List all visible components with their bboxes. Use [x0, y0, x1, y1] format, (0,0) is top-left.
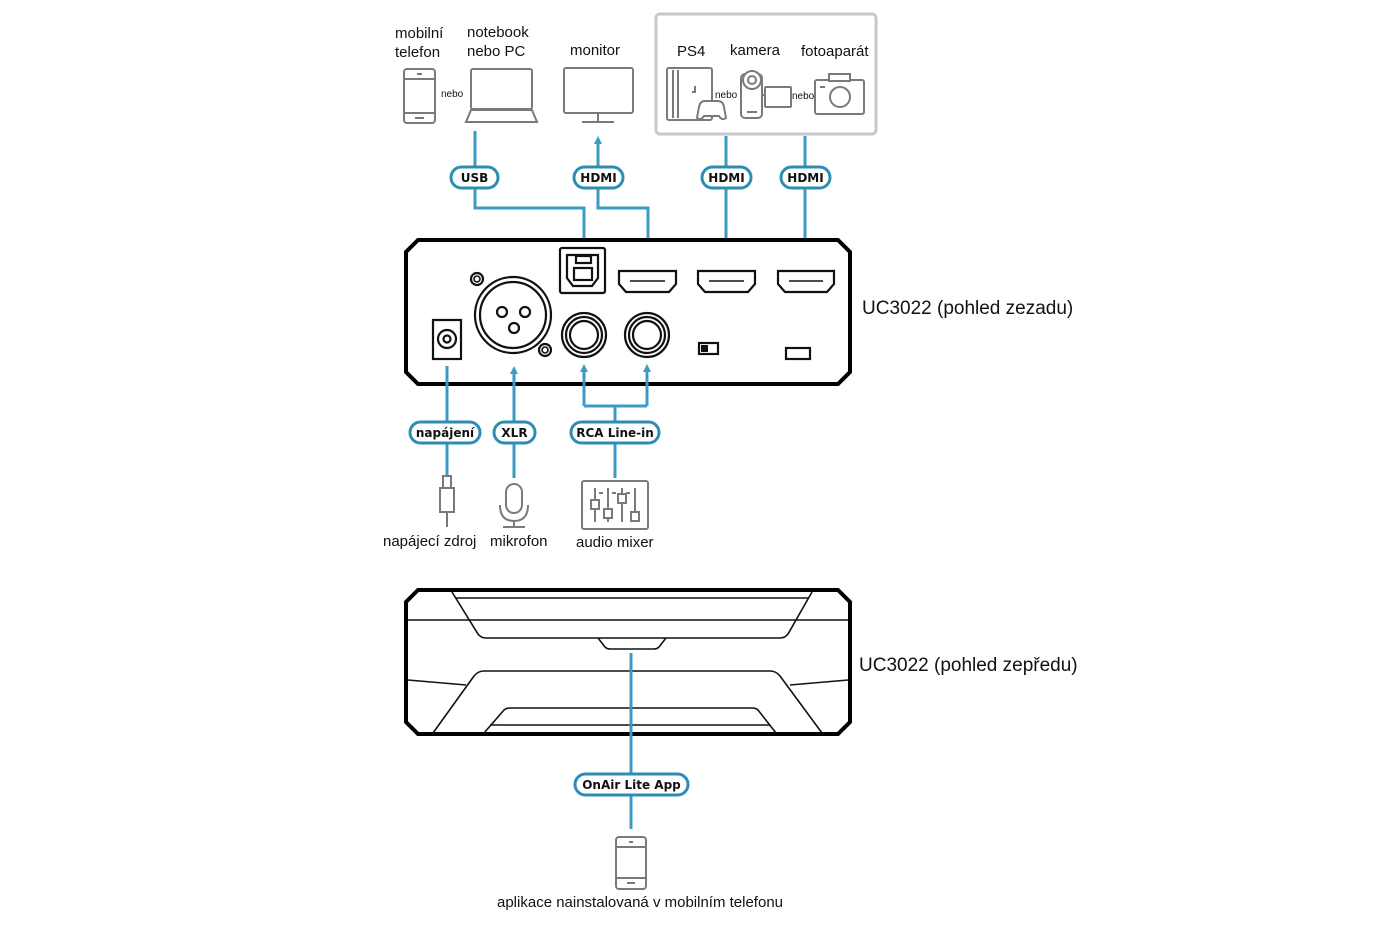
notebook-label-line2: nebo PC	[467, 43, 526, 60]
mode-switch	[697, 341, 720, 356]
mobile-phone-label-line2: telefon	[395, 44, 440, 61]
or-label: nebo	[792, 91, 815, 102]
rca-left-port	[560, 311, 608, 359]
device-front-view	[404, 588, 852, 736]
svg-text:RCA Line-in: RCA Line-in	[576, 426, 654, 440]
front-view-label: UC3022 (pohled zepředu)	[859, 655, 1078, 676]
microphone-label: mikrofon	[490, 533, 548, 550]
hdmi-out-port	[617, 269, 678, 294]
reset-button	[784, 346, 812, 361]
usb-connection-label: USB	[449, 165, 500, 190]
svg-text:napájení: napájení	[416, 426, 475, 440]
device-rear-view	[404, 238, 852, 386]
xlr-connection-label: XLR	[492, 420, 537, 445]
svg-text:OnAir Lite App: OnAir Lite App	[582, 778, 681, 792]
mobile-phone-label-line1: mobilní	[395, 25, 444, 42]
photo-camera-label: fotoaparát	[801, 43, 869, 60]
usb-wire	[473, 131, 586, 248]
hdmi-input-1-connection-label: HDMI	[700, 165, 753, 190]
power-connection-label: napájení	[408, 420, 482, 445]
usb-b-port	[558, 246, 607, 295]
rca-right-port	[623, 311, 671, 359]
svg-text:HDMI: HDMI	[708, 171, 744, 185]
audio-mixer-label: audio mixer	[576, 534, 654, 551]
svg-text:USB: USB	[461, 171, 489, 185]
microphone-icon	[499, 483, 529, 528]
photo-camera-icon	[814, 73, 865, 115]
svg-text:XLR: XLR	[501, 426, 527, 440]
notebook-label-line1: notebook	[467, 24, 529, 41]
power-supply-label: napájecí zdroj	[383, 533, 476, 550]
hdmi-monitor-connection-label: HDMI	[572, 165, 625, 190]
camera-label: kamera	[730, 42, 781, 59]
game-console-icon	[666, 67, 728, 121]
audio-mixer-icon	[581, 480, 649, 530]
ps4-label: PS4	[677, 43, 705, 60]
laptop-icon	[464, 68, 539, 123]
app-device-label: aplikace nainstalovaná v mobilním telefo…	[497, 894, 783, 911]
hdmi-in-port-1	[696, 269, 757, 294]
camcorder-icon	[740, 70, 792, 119]
source-device-group: PS4 kamera fotoaparát nebo nebo	[654, 12, 878, 136]
smartphone-icon	[403, 68, 436, 124]
or-label: nebo	[715, 90, 738, 101]
rca-connection-label: RCA Line-in	[569, 420, 661, 445]
svg-text:HDMI: HDMI	[580, 171, 616, 185]
monitor-label: monitor	[570, 42, 620, 59]
smartphone-icon	[615, 836, 647, 890]
monitor-icon	[563, 67, 634, 123]
app-connection-label: OnAir Lite App	[573, 772, 690, 797]
xlr-port	[469, 271, 553, 358]
or-label: nebo	[441, 89, 464, 100]
rear-view-label: UC3022 (pohled zezadu)	[862, 298, 1073, 319]
svg-text:HDMI: HDMI	[787, 171, 823, 185]
hdmi-in-port-2	[776, 269, 836, 294]
dc-power-port	[431, 318, 463, 361]
power-plug-icon	[439, 475, 455, 527]
hdmi-input-2-connection-label: HDMI	[779, 165, 832, 190]
